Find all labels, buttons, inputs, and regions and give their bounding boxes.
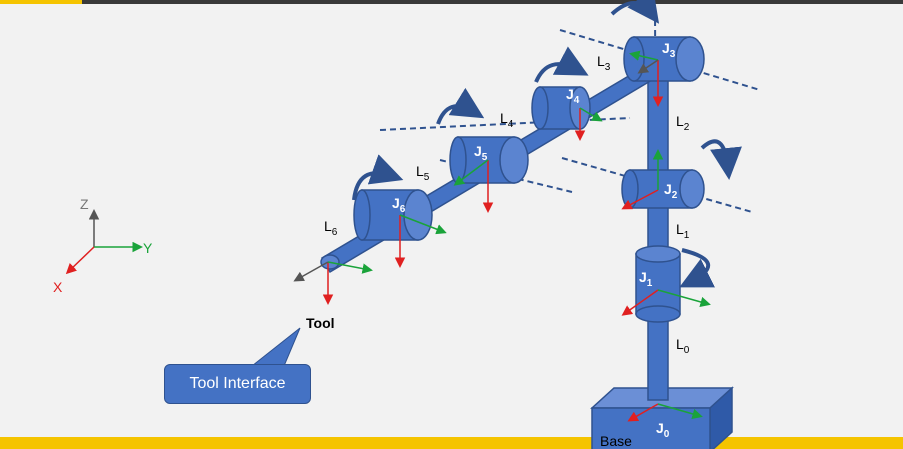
link-l3-label: L3	[597, 53, 611, 73]
link-l5-label: L5	[416, 163, 430, 183]
base-label: Base	[600, 433, 632, 449]
axis-z-label: Z	[80, 196, 89, 212]
world-axes	[65, 209, 143, 275]
joint-j6-body	[353, 189, 433, 241]
joint-j4-body	[531, 86, 591, 130]
tool-interface-callout: Tool Interface	[164, 364, 311, 404]
joint-j5-body	[449, 136, 529, 184]
joint-j0-label: J0	[656, 420, 670, 440]
joint-frames	[293, 50, 711, 422]
joint-j1-body	[635, 245, 681, 323]
link-l4-label: L4	[500, 110, 514, 130]
column-link	[647, 59, 669, 401]
joint-j6-label: J6	[392, 195, 406, 215]
joint-j3-body	[623, 36, 705, 82]
axis-x-label: X	[53, 279, 63, 295]
joint-j1-label: J1	[639, 269, 653, 289]
joint-j4-label: J4	[566, 86, 580, 106]
link-l0-label: L0	[676, 336, 690, 356]
axis-y-label: Y	[143, 240, 153, 256]
link-l2-label: L2	[676, 113, 690, 133]
joint-axes-dashed	[379, 9, 761, 421]
callout-pointer	[250, 327, 301, 367]
joint-j3-label: J3	[662, 40, 676, 60]
rotation-arrows	[352, 0, 742, 288]
tool-label: Tool	[306, 315, 335, 331]
top-bar-accent	[0, 0, 82, 4]
link-l1-label: L1	[676, 221, 690, 241]
joint-j5-label: J5	[474, 143, 488, 163]
joint-j2-body	[621, 169, 705, 209]
joint-j2-label: J2	[664, 181, 678, 201]
link-l6-label: L6	[324, 218, 338, 238]
top-bar	[0, 0, 903, 4]
